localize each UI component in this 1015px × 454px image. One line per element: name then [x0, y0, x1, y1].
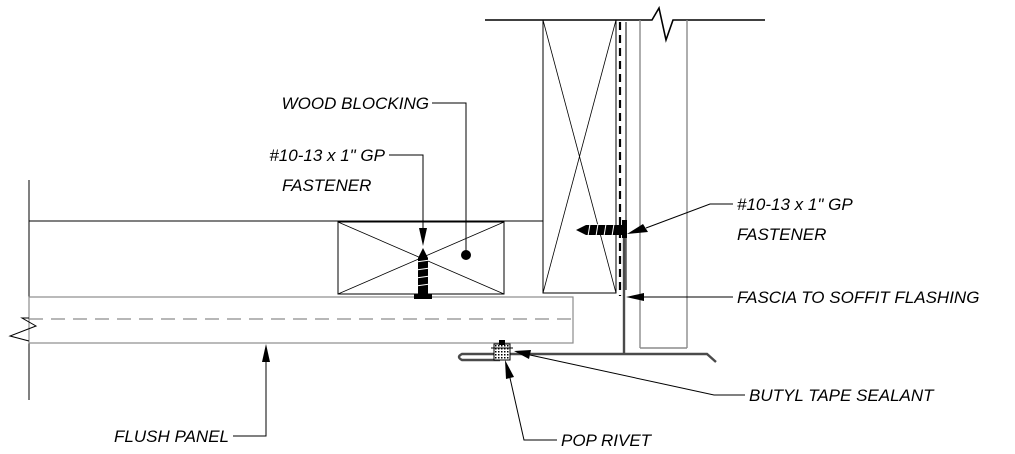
- leader-butyl-tape: [529, 354, 745, 396]
- label-fascia-flashing: FASCIA TO SOFFIT FLASHING: [737, 288, 979, 307]
- arrow-butyl-tape: [514, 350, 531, 359]
- label-fastener-left-line1: #10-13 x 1" GP: [269, 146, 385, 165]
- panel-break-symbol: [8, 317, 38, 342]
- arrow-fastener-right: [627, 224, 648, 234]
- leader-flush-panel: [233, 362, 267, 437]
- arrow-pop-rivet: [505, 360, 514, 379]
- leader-dot-blocking: [461, 250, 471, 260]
- label-butyl-tape: BUTYL TAPE SEALANT: [749, 386, 935, 405]
- callout-labels: WOOD BLOCKING #10-13 x 1" GP FASTENER #1…: [114, 94, 979, 450]
- label-pop-rivet: POP RIVET: [561, 431, 653, 450]
- fascia-flashing: [457, 222, 717, 363]
- flush-panel: [8, 296, 574, 344]
- label-fastener-right-line1: #10-13 x 1" GP: [737, 195, 853, 214]
- pop-rivet: [491, 340, 513, 361]
- fascia-trim: [639, 20, 688, 349]
- label-flush-panel: FLUSH PANEL: [114, 427, 229, 446]
- label-wood-blocking: WOOD BLOCKING: [282, 94, 429, 113]
- label-fastener-left-line2: FASTENER: [282, 176, 371, 195]
- arrow-fascia-flashing: [626, 293, 644, 301]
- top-break-line: [485, 5, 765, 43]
- leader-fastener-right: [645, 203, 733, 229]
- leader-wood-blocking: [432, 102, 467, 255]
- leader-pop-rivet: [509, 377, 557, 441]
- wall-stud: [542, 19, 617, 294]
- label-fastener-right-line2: FASTENER: [737, 225, 826, 244]
- arrow-flush-panel: [262, 344, 270, 362]
- left-fastener: [414, 248, 432, 299]
- stud-cross-2: [542, 19, 617, 294]
- leaders: [233, 102, 745, 441]
- wall-framing: [485, 5, 765, 296]
- arrow-fastener-left: [419, 228, 427, 246]
- leader-fastener-left: [389, 154, 424, 228]
- right-fastener: [576, 220, 627, 238]
